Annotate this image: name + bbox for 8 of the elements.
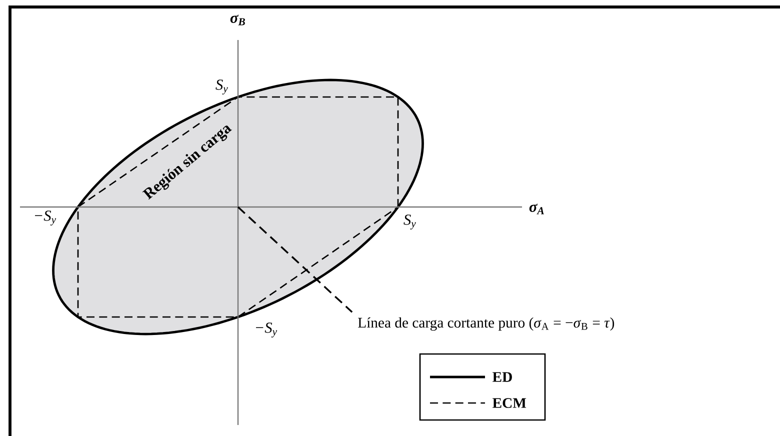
legend-label: ED (492, 372, 512, 382)
leader-line (237, 206, 353, 313)
tick-label: S$_{y}$ (404, 214, 416, 230)
tick-label: −S$_{y}$ (256, 322, 278, 338)
axis-label: σ$_{B}$ (230, 14, 245, 26)
tick-label: S$_{y}$ (216, 80, 228, 94)
axis-label: σ$_{A}$ (529, 204, 544, 214)
legend-label: ECM (492, 398, 526, 408)
